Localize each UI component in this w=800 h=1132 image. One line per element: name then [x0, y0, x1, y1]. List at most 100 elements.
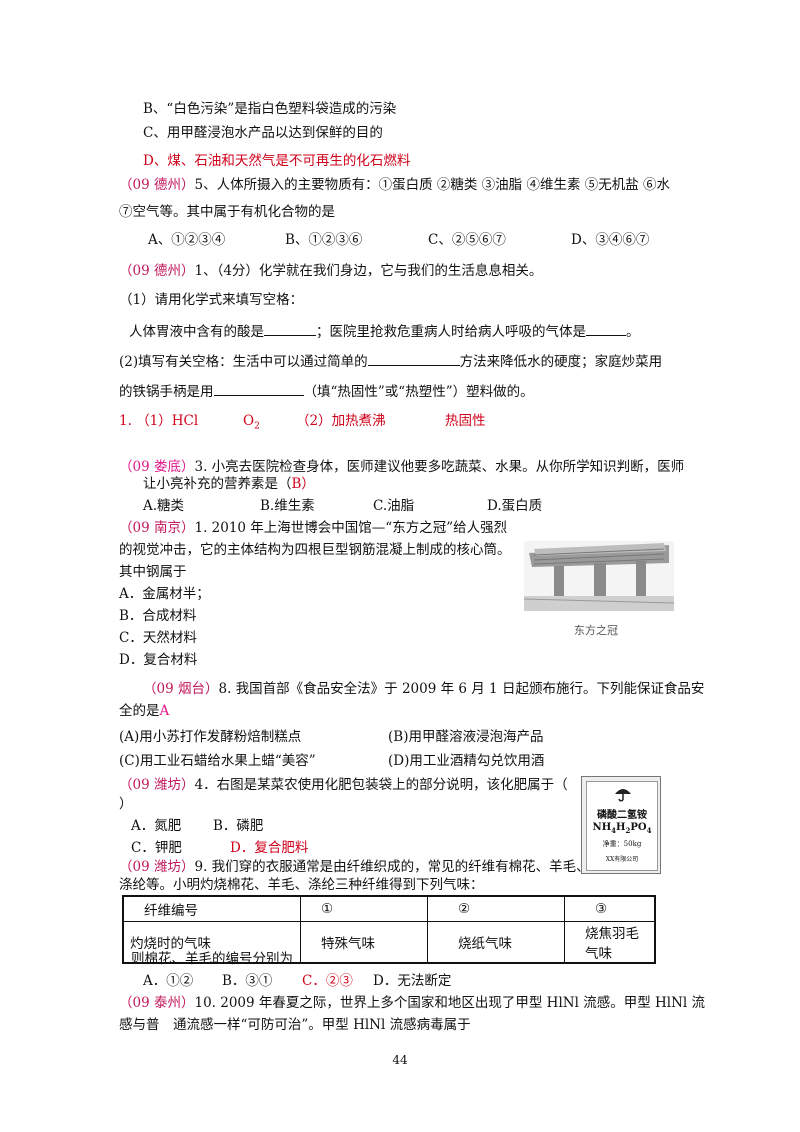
text: H: [616, 822, 626, 833]
bag-formula: NH4H2PO4: [587, 822, 657, 835]
q3-option-c: C.油脂: [373, 498, 415, 514]
option-d-fossil-fuels: D、煤、石油和天然气是不可再生的化石燃料: [143, 153, 411, 169]
q9-option-d: D．无法断定: [373, 973, 452, 989]
page-number: 44: [392, 1053, 408, 1067]
text: 全的是: [119, 703, 160, 719]
q3-option-d: D.蛋白质: [487, 498, 543, 514]
question-text: 10. 2009 年春夏之际，世界上多个国家和地区出现了甲型 HlNl 流感。甲…: [194, 995, 705, 1011]
text: O: [243, 413, 255, 429]
question-text: 1. 2010 年上海世博会中国馆—“东方之冠”给人强烈: [194, 520, 508, 536]
bag-title: 磷酸二氢铵: [597, 810, 647, 821]
q5-option-b: B、①②③⑥: [285, 232, 363, 248]
source-tag: （09 潍坊）: [119, 859, 195, 875]
subscript: 4: [611, 826, 617, 835]
question-8-yantai: （09 烟台）8. 我国首部《食品安全法》于 2009 年 6 月 1 日起颁布…: [143, 680, 704, 698]
subscript: 2: [625, 826, 631, 835]
table-cell: ②: [427, 895, 565, 922]
text: ；医院里抢救危重病人时给病人呼吸的气体是: [316, 324, 586, 340]
table-cell: 烧焦羽毛气味: [564, 921, 656, 964]
table-cell: 灼烧时的气味: [122, 921, 301, 964]
q8-option-d: (D)用工业酒精勾兑饮用酒: [388, 753, 545, 769]
q1-answer-3: （2）加热煮沸: [296, 413, 386, 429]
source-tag: （09 德州）: [119, 177, 195, 193]
text: （填“热固性”或“热塑性”）塑料做的。: [303, 384, 534, 400]
question-3-loudi: （09 娄底）3. 小亮去医院检查身体，医师建议他要多吃蔬菜、水果。从你所学知识…: [119, 458, 684, 476]
table-cell: ③: [564, 895, 656, 922]
bag-weight: 净重：50kg: [602, 840, 642, 848]
question-nanjing: （09 南京）1. 2010 年上海世博会中国馆—“东方之冠”给人强烈: [119, 519, 507, 537]
question-text: 1、（4分）化学就在我们身边，它与我们的生活息息相关。: [194, 263, 543, 279]
question-5-line2: ⑦空气等。其中属于有机化合物的是: [119, 204, 335, 220]
question-5: （09 德州）5、人体所摄入的主要物质有：①蛋白质 ②糖类 ③油脂 ④维生素 ⑤…: [119, 176, 670, 194]
table-row: 灼烧时的气味 特殊气味 烧纸气味 烧焦羽毛气味: [122, 921, 656, 964]
q3-option-a: A.糖类: [143, 498, 185, 514]
qnj-line2: 的视觉冲击，它的主体结构为四根巨型钢筋混凝上制成的核心筒。: [119, 542, 511, 558]
china-pavilion-image: [523, 541, 675, 611]
option-c-formaldehyde: C、用甲醛浸泡水产品以达到保鲜的目的: [143, 125, 383, 141]
q4-option-a: A．氮肥: [131, 818, 182, 834]
answer-blank[interactable]: [367, 351, 460, 366]
subscript: 4: [646, 826, 652, 835]
q9-option-b: B．③①: [222, 973, 273, 989]
q8-option-a: (A)用小苏打作发酵粉焙制糕点: [119, 729, 302, 745]
text: 人体胃液中含有的酸是: [129, 324, 264, 340]
question-10-taizhou: （09 泰州）10. 2009 年春夏之际，世界上多个国家和地区出现了甲型 Hl…: [119, 994, 705, 1012]
q4-option-c: C．钾肥: [131, 840, 182, 856]
question-1-dezhou: （09 德州）1、（4分）化学就在我们身边，它与我们的生活息息相关。: [119, 262, 542, 280]
text: 。: [626, 324, 640, 340]
table-row: 纤维编号 ① ② ③: [122, 895, 656, 922]
source-tag: （09 南京）: [119, 520, 195, 536]
fertilizer-bag-image: 磷酸二氢铵 NH4H2PO4 净重：50kg XX有限公司: [581, 776, 661, 874]
text: (2)填写有关空格：生活中可以通过简单的: [119, 354, 368, 370]
option-b-white-pollution: B、“白色污染”是指白色塑料袋造成的污染: [143, 101, 397, 117]
umbrella-icon: [615, 789, 631, 802]
source-tag: （09 德州）: [119, 263, 195, 279]
q5-option-c: C、②⑤⑥⑦: [428, 232, 506, 248]
source-tag: （09 潍坊）: [119, 777, 195, 793]
qnj-option-b: B．合成材料: [119, 608, 197, 624]
answer-blank[interactable]: [264, 321, 316, 336]
q3-line2: 让小亮补充的营养素是（B）: [143, 475, 315, 493]
answer: A: [159, 703, 170, 719]
answer: B: [291, 476, 302, 492]
table-cell: ①: [300, 895, 428, 922]
q4-option-d: D．复合肥料: [230, 840, 309, 856]
text: ）: [301, 476, 315, 492]
text: NH: [592, 822, 612, 833]
question-text: 5、人体所摄入的主要物质有：①蛋白质 ②糖类 ③油脂 ④维生素 ⑤无机盐 ⑥水: [194, 177, 671, 193]
q4-line2: ）: [119, 796, 133, 812]
qnj-option-d: D．复合材料: [119, 652, 198, 668]
question-text: 3. 小亮去医院检查身体，医师建议他要多吃蔬菜、水果。从你所学知识判断，医师: [194, 459, 685, 475]
q8-option-b: (B)用甲醛溶液浸泡海产品: [388, 729, 544, 745]
question-9-weifang: （09 潍坊）9. 我们穿的衣服通常是由纤维织成的，常见的纤维有棉花、羊毛、: [119, 858, 590, 876]
question-text: 4．右图是某菜农使用化肥包装袋上的部分说明，该化肥属于（: [194, 777, 568, 793]
answer-blank[interactable]: [586, 321, 626, 336]
pavilion-sketch-icon: [523, 541, 675, 611]
q9-option-c: C．②③: [302, 973, 353, 989]
q5-option-d: D、③④⑥⑦: [571, 232, 650, 248]
q1-part1-blanks: 人体胃液中含有的酸是 ；医院里抢救危重病人时给病人呼吸的气体是 。: [129, 321, 640, 341]
q1-part2-line1: (2)填写有关空格：生活中可以通过简单的 方法来降低水的硬度；家庭炒菜用: [119, 351, 662, 371]
q10-line2: 感与普 通流感一样“可防可治”。甲型 HlNl 流感病毒属于: [119, 1017, 471, 1033]
q8-line2: 全的是A: [119, 702, 169, 720]
q1-answer-4: 热固性: [445, 413, 486, 429]
question-text: 8. 我国首部《食品安全法》于 2009 年 6 月 1 日起颁布施行。下列能保…: [218, 681, 705, 697]
source-tag: （09 娄底）: [119, 459, 195, 475]
text: 的铁锅手柄是用: [119, 384, 214, 400]
answer-blank[interactable]: [213, 381, 304, 396]
q9-line2: 涤纶等。小明灼烧棉花、羊毛、涤纶三种纤维得到下列气味：: [119, 877, 484, 893]
q4-option-b: B．磷肥: [213, 818, 264, 834]
source-tag: （09 泰州）: [119, 995, 195, 1011]
q5-option-a: A、①②③④: [148, 232, 226, 248]
question-text: 9. 我们穿的衣服通常是由纤维织成的，常见的纤维有棉花、羊毛、: [194, 859, 590, 875]
q1-answer-1: 1. （1）HCl: [119, 413, 199, 429]
image-caption: 东方之冠: [574, 624, 618, 637]
text: 方法来降低水的硬度；家庭炒菜用: [459, 354, 663, 370]
question-4-weifang: （09 潍坊）4．右图是某菜农使用化肥包装袋上的部分说明，该化肥属于（: [119, 776, 568, 794]
table-cell: 特殊气味: [300, 921, 428, 964]
qnj-option-c: C．天然材料: [119, 630, 197, 646]
q9-line3: 则棉花、羊毛的编号分别为: [131, 951, 293, 967]
qnj-line3: 其中钢属于: [119, 564, 187, 580]
fiber-smell-table: 纤维编号 ① ② ③ 灼烧时的气味 特殊气味 烧纸气味 烧焦羽毛气味: [122, 895, 656, 964]
q1-part1-instruction: （1）请用化学式来填写空格：: [119, 292, 304, 308]
